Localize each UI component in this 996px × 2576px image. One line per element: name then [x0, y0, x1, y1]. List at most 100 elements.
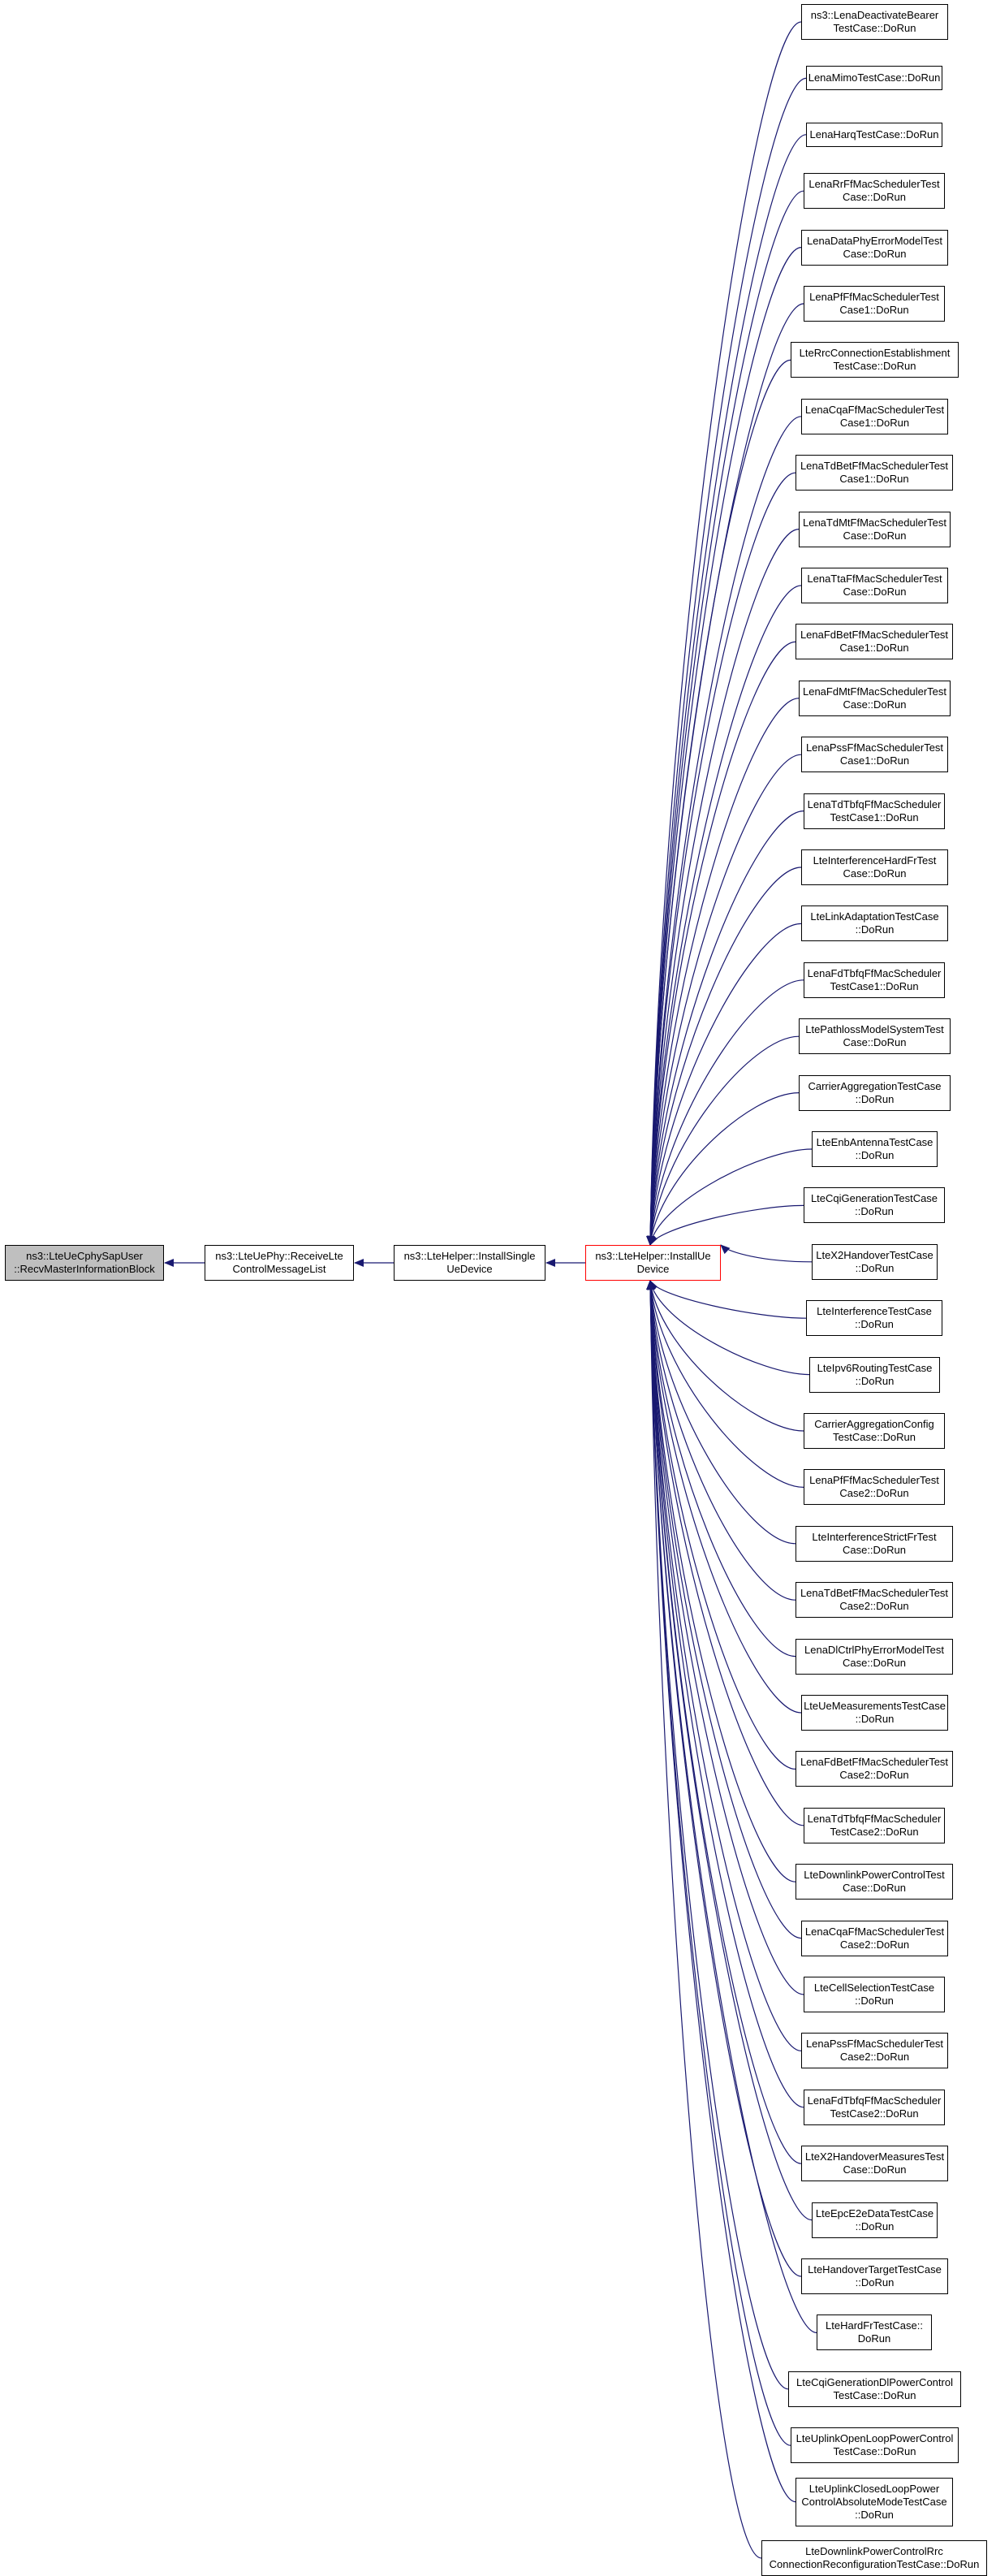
edge-caller	[646, 1280, 804, 1995]
edge-caller	[646, 1280, 804, 1488]
caller-node[interactable]: LteUeMeasurementsTestCase::DoRun	[801, 1695, 948, 1731]
node-label-line: Case::DoRun	[842, 1544, 907, 1556]
node-label-line: Case::DoRun	[843, 1036, 907, 1048]
node-label-line: Case::DoRun	[843, 248, 907, 260]
caller-node[interactable]: LteEpcE2eDataTestCase::DoRun	[812, 2202, 938, 2238]
node-label-line: ::DoRun	[855, 1262, 895, 1274]
node-label-line: LenaHarqTestCase::DoRun	[809, 128, 939, 140]
node-label-line: LenaDlCtrlPhyErrorModelTest	[804, 1644, 944, 1656]
node-label-line: LteRrcConnectionEstablishment	[799, 347, 951, 359]
node-label-line: Case2::DoRun	[839, 1938, 910, 1951]
node-label-line: Case1::DoRun	[839, 417, 910, 429]
edge-caller	[646, 472, 796, 1246]
node-label-line: UeDevice	[446, 1263, 493, 1275]
caller-node[interactable]: LteCellSelectionTestCase::DoRun	[804, 1977, 945, 2012]
node-label-line: LenaTdTbfqFfMacScheduler	[807, 1813, 942, 1825]
node-label-line: TestCase::DoRun	[833, 22, 916, 34]
node-label-line: ::RecvMasterInformationBlock	[14, 1263, 155, 1275]
edge-caller	[649, 1280, 807, 1319]
caller-node[interactable]: CarrierAggregationTestCase::DoRun	[799, 1075, 951, 1111]
edge-caller	[646, 867, 802, 1246]
caller-node[interactable]: LteIpv6RoutingTestCase::DoRun	[809, 1357, 940, 1393]
node-label-line: LteLinkAdaptationTestCase	[810, 910, 939, 923]
node-label-line: Case2::DoRun	[839, 1600, 909, 1612]
caller-node[interactable]: LteCqiGenerationTestCase::DoRun	[804, 1187, 945, 1223]
caller-node[interactable]: LenaMimoTestCase::DoRun	[806, 66, 942, 90]
edge-caller	[646, 1280, 804, 2108]
node-label-line: LenaFdBetFfMacSchedulerTest	[800, 1756, 949, 1768]
edge-caller	[649, 1204, 804, 1246]
caller-node[interactable]: LteHardFrTestCase::DoRun	[817, 2315, 932, 2350]
node-label-line: Case1::DoRun	[839, 473, 909, 485]
focus-node-recv-mib[interactable]: ns3::LteUeCphySapUser::RecvMasterInforma…	[5, 1245, 164, 1281]
node-label-line: LenaCqaFfMacSchedulerTest	[804, 1926, 945, 1938]
node-label-line: LenaFdTbfqFfMacScheduler	[807, 2094, 942, 2107]
node-label-line: TestCase::DoRun	[833, 1431, 916, 1443]
node-label-line: ::DoRun	[855, 1205, 894, 1217]
node-label-line: Case::DoRun	[843, 586, 907, 598]
edge-caller	[646, 1280, 789, 2390]
caller-node[interactable]: LteHandoverTargetTestCase::DoRun	[801, 2258, 948, 2294]
node-label-line: LenaTdMtFfMacSchedulerTest	[802, 516, 947, 529]
node-label-line: LenaFdTbfqFfMacScheduler	[807, 967, 942, 979]
edge-caller	[646, 1280, 762, 2559]
caller-node[interactable]: LenaHarqTestCase::DoRun	[806, 123, 942, 147]
node-label-line: TestCase::DoRun	[833, 2445, 916, 2457]
edge-caller	[646, 134, 807, 1246]
edge-caller	[646, 416, 802, 1246]
caller-node[interactable]: LteInterferenceTestCase::DoRun	[806, 1300, 942, 1336]
edge-caller	[646, 529, 800, 1246]
node-label-line: TestCase1::DoRun	[830, 980, 919, 992]
caller-node[interactable]: LteX2HandoverTestCase::DoRun	[812, 1244, 938, 1280]
node-label-line: LenaPfFfMacSchedulerTest	[809, 1474, 939, 1486]
caller-node[interactable]: LteEnbAntennaTestCase::DoRun	[812, 1131, 938, 1167]
node-label-line: ns3::LteUePhy::ReceiveLte	[215, 1250, 343, 1262]
node-label-line: ::DoRun	[855, 1149, 895, 1161]
node-label-line: LenaDataPhyErrorModelTest	[807, 235, 942, 247]
edge-caller	[648, 1280, 810, 1376]
edge-caller	[646, 247, 802, 1246]
caller-node[interactable]: LteLinkAdaptationTestCase::DoRun	[801, 905, 948, 941]
node-label-line: Case::DoRun	[843, 529, 907, 542]
node-label-line: LenaTtaFfMacSchedulerTest	[807, 573, 942, 585]
node-label-line: LteCqiGenerationTestCase	[810, 1192, 938, 1204]
node-label-line: ConnectionReconfigurationTestCase::DoRun	[769, 2558, 980, 2570]
node-label-line: LenaMimoTestCase::DoRun	[808, 71, 941, 84]
